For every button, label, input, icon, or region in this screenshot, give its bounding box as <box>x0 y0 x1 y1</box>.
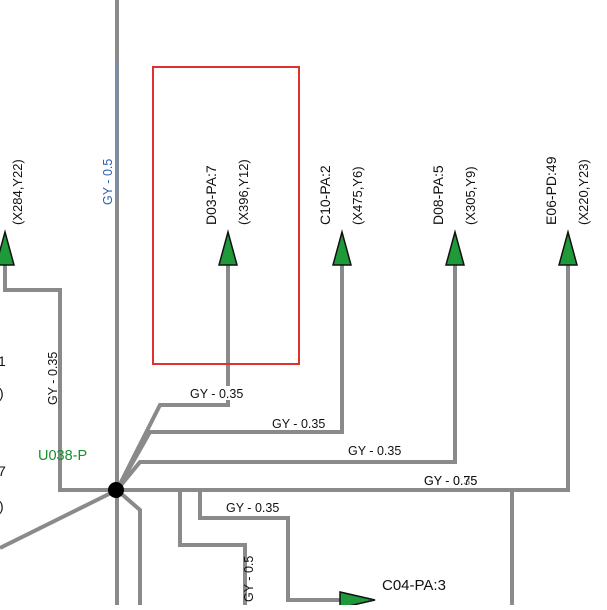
wire-label-lower-vertical: GY - 0.5 <box>242 556 256 602</box>
wire-labels: GY - 0.5 GY - 0.35 GY - 0.35 GY - 0.35 G… <box>46 159 488 602</box>
connector-name-d08: D08-PA:5 <box>430 165 446 225</box>
wire-lower-diagonal[interactable] <box>115 488 142 605</box>
wire-branch-right[interactable] <box>178 490 247 605</box>
arrow-icon-d08[interactable] <box>445 229 465 266</box>
left-fragment-3: 7 <box>0 463 6 479</box>
wire-label-to-d08: GY - 0.35 <box>348 444 401 458</box>
arrow-icon-left[interactable] <box>0 229 15 266</box>
wire-to-d08[interactable] <box>115 262 457 492</box>
left-fragment-4: ) <box>0 498 4 514</box>
wire-to-c04[interactable] <box>198 490 355 602</box>
wires <box>0 0 570 605</box>
wire-lower-left[interactable] <box>0 488 118 550</box>
left-edge-fragments: 1 ) 7 ) <box>0 353 6 514</box>
connector-name-e06: E06-PD:49 <box>543 156 559 225</box>
highlight-box <box>152 66 300 365</box>
wire-label-to-d03: GY - 0.35 <box>190 387 243 401</box>
wire-label-to-e06-a: GY - 0.75 <box>424 474 477 488</box>
connector-coord-d08: (X305,Y9) <box>463 166 478 225</box>
connector-name-d03: D03-PA:7 <box>203 165 219 225</box>
arrow-icon-d03[interactable] <box>218 229 238 266</box>
left-connector-wire[interactable] <box>3 262 117 492</box>
left-fragment-1: 1 <box>0 353 6 369</box>
wire-to-e06[interactable] <box>117 262 570 492</box>
connector-arrows <box>0 229 578 609</box>
connector-coord-c10: (X475,Y6) <box>350 166 365 225</box>
connector-coord-d03: (X396,Y12) <box>236 159 251 225</box>
wire-to-c10[interactable] <box>115 262 344 491</box>
splice-label: U038-P <box>38 448 87 464</box>
wire-label-left-vertical: GY - 0.35 <box>46 352 60 405</box>
wire-label-to-c04: GY - 0.35 <box>226 501 279 515</box>
splice-junction-dot[interactable] <box>108 482 124 498</box>
left-fragment-2: ) <box>0 385 4 401</box>
connector-labels: (X284,Y22) D03-PA:7 (X396,Y12) C10-PA:2 … <box>10 156 591 225</box>
wire-label-main-vertical: GY - 0.5 <box>101 159 115 205</box>
wire-label-to-c10: GY - 0.35 <box>272 417 325 431</box>
connector-coord-e06: (X220,Y23) <box>576 159 591 225</box>
arrow-icon-c10[interactable] <box>332 229 352 266</box>
connector-coord-left: (X284,Y22) <box>10 159 25 225</box>
arrow-icon-c04[interactable] <box>339 591 376 609</box>
wire-to-d03[interactable] <box>115 262 230 491</box>
bottom-connector-label: C04-PA:3 <box>382 577 446 594</box>
arrow-icon-e06[interactable] <box>558 229 578 266</box>
connector-name-c10: C10-PA:2 <box>317 165 333 225</box>
wire-label-to-e06-b: GY - 0.35 <box>424 474 477 488</box>
